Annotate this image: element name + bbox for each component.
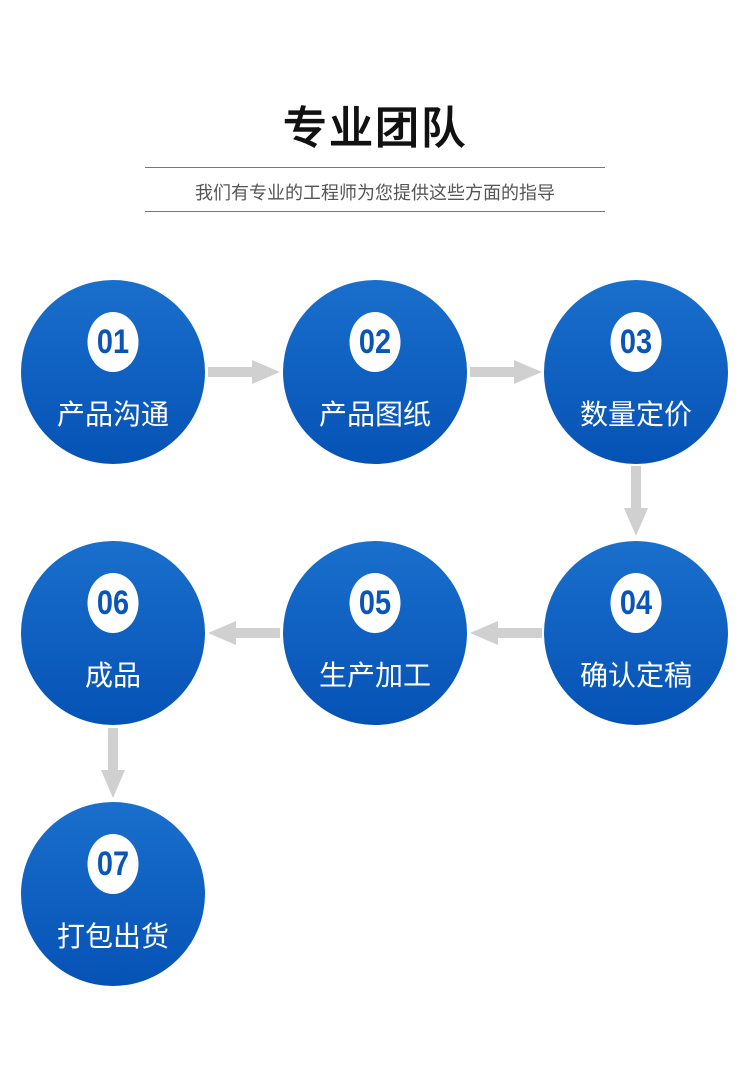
step-7: 07 打包出货 bbox=[21, 802, 205, 986]
step-label: 成品 bbox=[84, 659, 141, 692]
step-number: 02 bbox=[349, 312, 401, 372]
step-number: 06 bbox=[87, 573, 139, 633]
arrow-down-icon bbox=[624, 466, 648, 536]
step-3: 03 数量定价 bbox=[544, 280, 728, 464]
step-label: 生产加工 bbox=[318, 659, 431, 692]
divider-bottom bbox=[145, 211, 605, 212]
page-subtitle: 我们有专业的工程师为您提供这些方面的指导 bbox=[195, 183, 555, 204]
step-6: 06 成品 bbox=[21, 541, 205, 725]
step-number: 04 bbox=[610, 573, 662, 633]
step-4: 04 确认定稿 bbox=[544, 541, 728, 725]
divider-top bbox=[145, 167, 605, 168]
arrow-right-icon bbox=[470, 360, 542, 384]
arrow-down-icon bbox=[101, 728, 125, 798]
arrow-right-icon bbox=[208, 360, 280, 384]
step-number: 07 bbox=[87, 834, 139, 894]
step-label: 确认定稿 bbox=[579, 659, 692, 692]
arrow-left-icon bbox=[208, 621, 280, 645]
step-label: 数量定价 bbox=[579, 398, 692, 431]
step-number: 05 bbox=[349, 573, 401, 633]
step-number: 03 bbox=[610, 312, 662, 372]
step-1: 01 产品沟通 bbox=[21, 280, 205, 464]
step-5: 05 生产加工 bbox=[283, 541, 467, 725]
step-label: 产品沟通 bbox=[56, 398, 169, 431]
step-number: 01 bbox=[87, 312, 139, 372]
step-2: 02 产品图纸 bbox=[283, 280, 467, 464]
arrow-left-icon bbox=[470, 621, 542, 645]
step-label: 打包出货 bbox=[56, 920, 169, 953]
page-title: 专业团队 bbox=[283, 103, 467, 154]
step-label: 产品图纸 bbox=[318, 398, 431, 431]
